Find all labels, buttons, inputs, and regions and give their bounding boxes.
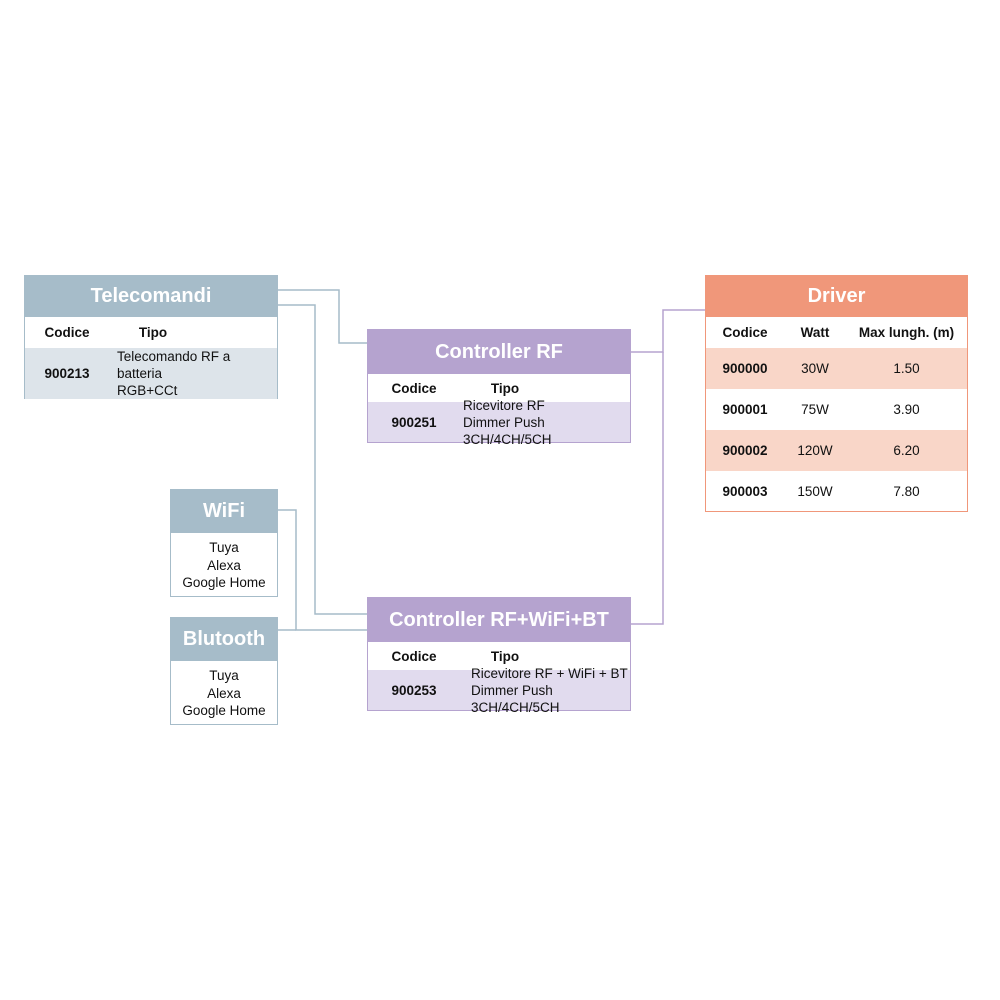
bluetooth-box: Blutooth Tuya Alexa Google Home [170,617,278,725]
controller-rf-wifi-bt-header-row: Codice Tipo [368,642,630,670]
table-row: 900251 Ricevitore RF Dimmer Push 3CH/4CH… [368,398,630,447]
row-type-line1: Ricevitore RF + WiFi + BT [471,665,628,681]
row-code: 900002 [722,443,768,458]
list-item: Tuya [209,668,239,683]
row-type-line2: Dimmer Push 3CH/4CH/5CH [463,414,552,447]
row-type: Ricevitore RF + WiFi + BT Dimmer Push 3C… [460,665,630,716]
wifi-title: WiFi [171,490,277,533]
row-code: 900000 [722,361,768,376]
row-watt: 30W [801,361,829,376]
controller-rf-wifi-bt-box: Controller RF+WiFi+BT Codice Tipo 900253… [367,597,631,715]
wire-wifi-to-controller-rf-wifi-bt [278,509,367,631]
row-code: 900213 [44,366,90,381]
list-item: Google Home [182,703,266,718]
telecomandi-header-row: Codice Tipo [25,317,277,348]
row-type-line1: Ricevitore RF [463,397,545,413]
col-codice: Codice [391,380,437,396]
row-code: 900003 [722,484,768,499]
row-max-length: 1.50 [893,361,920,376]
wire-controller-rf-to-driver [631,309,705,353]
row-type-line2: Dimmer Push 3CH/4CH/5CH [471,682,560,715]
driver-box: Driver Codice Watt Max lungh. (m) 900000… [705,275,968,512]
col-tipo: Tipo [490,648,520,664]
table-row: 900001 75W 3.90 [706,389,967,430]
row-watt: 75W [801,402,829,417]
row-type-line1: Telecomando RF a batteria [117,349,231,381]
col-codice: Codice [391,648,437,664]
row-code: 900253 [391,682,437,698]
row-code: 900001 [722,402,768,417]
row-type: Ricevitore RF Dimmer Push 3CH/4CH/5CH [460,397,630,448]
row-max-length: 3.90 [893,402,920,417]
controller-rf-wifi-bt-title: Controller RF+WiFi+BT [368,598,630,642]
table-row: 900253 Ricevitore RF + WiFi + BT Dimmer … [368,666,630,715]
row-type-line2: RGB+CCt [117,383,178,398]
col-tipo: Tipo [490,380,520,396]
row-watt: 120W [797,443,833,458]
driver-header-row: Codice Watt Max lungh. (m) [706,317,967,348]
row-watt: 150W [797,484,833,499]
row-max-length: 6.20 [893,443,920,458]
col-codice: Codice [44,325,90,340]
row-type: Telecomando RF a batteria RGB+CCt [109,348,277,399]
wire-telecomandi-to-controller-rf [278,289,367,344]
row-code: 900251 [391,414,437,430]
wire-controller-rf-wifi-bt-to-driver [631,352,664,625]
table-row: 900003 150W 7.80 [706,471,967,512]
controller-rf-box: Controller RF Codice Tipo 900251 Ricevit… [367,329,631,447]
telecomandi-box: Telecomandi Codice Tipo 900213 Telecoman… [24,275,278,399]
wifi-box: WiFi Tuya Alexa Google Home [170,489,278,597]
driver-title: Driver [706,276,967,317]
col-max-length: Max lungh. (m) [858,325,955,340]
col-watt: Watt [800,325,830,340]
wire-telecomandi-to-controller-rf-wifi-bt [278,304,367,615]
list-item: Alexa [207,557,241,573]
table-row: 900000 30W 1.50 [706,348,967,389]
controller-rf-title: Controller RF [368,330,630,374]
bluetooth-title: Blutooth [171,618,277,661]
list-item: Alexa [207,685,241,701]
list-item: Google Home [182,575,266,590]
row-max-length: 7.80 [893,484,920,499]
telecomandi-title: Telecomandi [25,276,277,317]
list-item: Tuya [209,540,239,555]
col-codice: Codice [722,325,768,340]
table-row: 900002 120W 6.20 [706,430,967,471]
bluetooth-list: Tuya Alexa Google Home [171,661,277,720]
wifi-list: Tuya Alexa Google Home [171,533,277,592]
table-row: 900213 Telecomando RF a batteria RGB+CCt [25,348,277,399]
controller-rf-header-row: Codice Tipo [368,374,630,402]
col-tipo: Tipo [138,325,168,340]
